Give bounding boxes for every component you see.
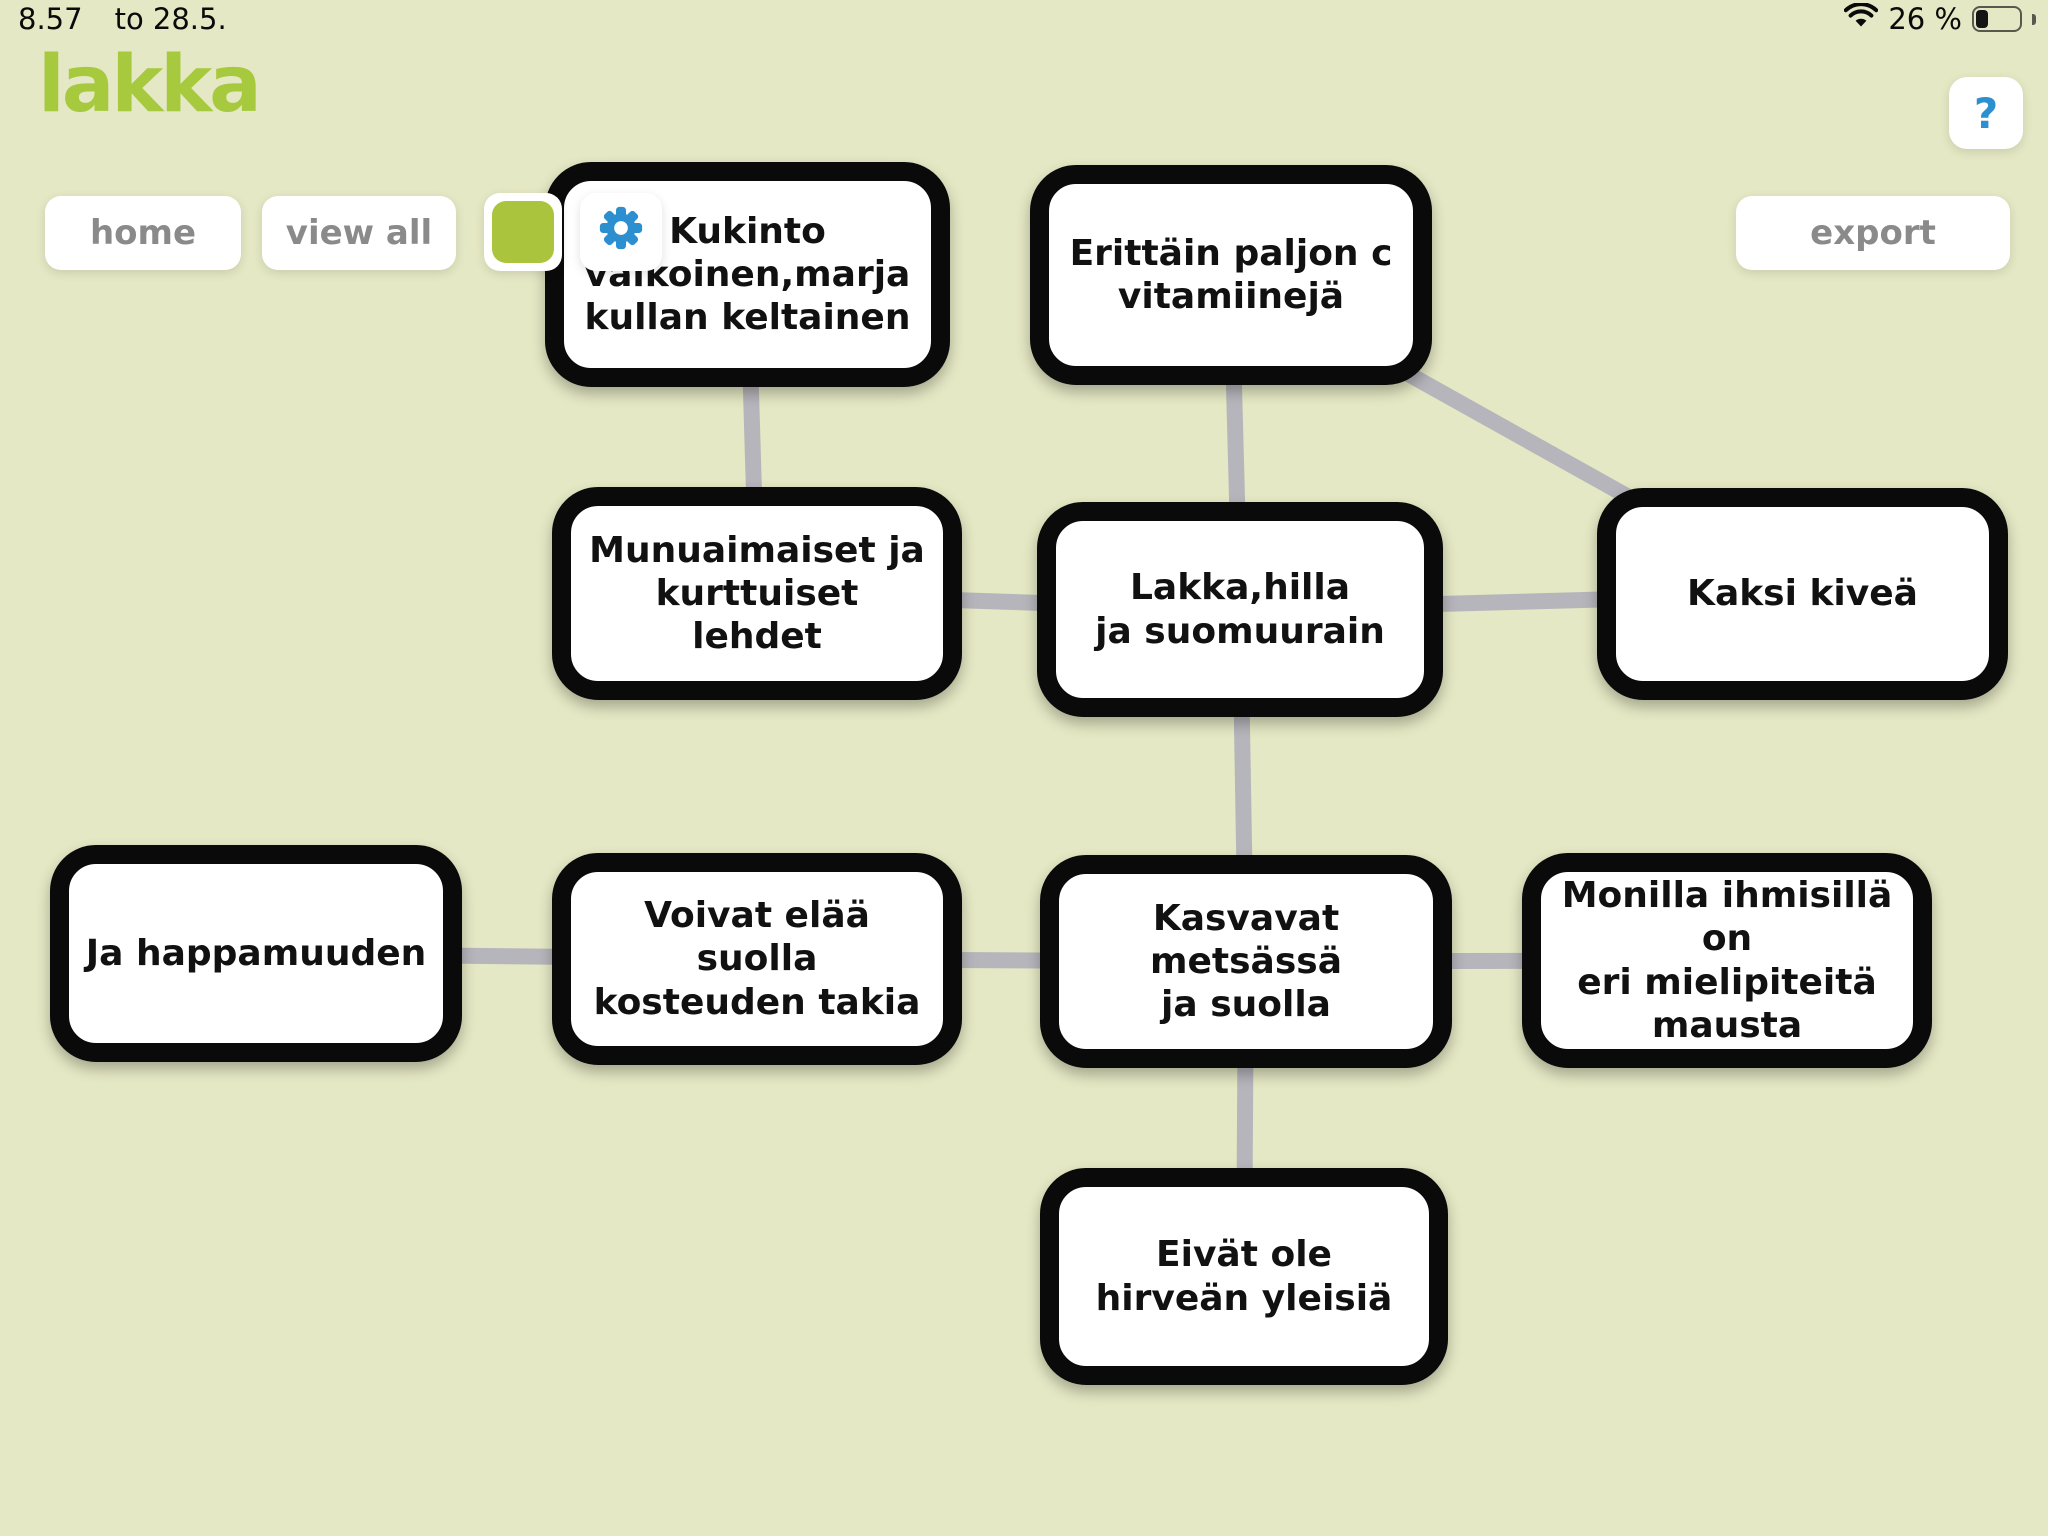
battery-icon [1972,6,2022,32]
node-label: Ja happamuuden [85,932,427,974]
status-date: to 28.5. [114,2,227,36]
export-button[interactable]: export [1736,196,2010,270]
view-all-button[interactable]: view all [262,196,456,270]
gear-icon [595,202,647,263]
green-color-swatch-icon [492,201,554,263]
status-bar: 8.57 to 28.5. 26 % [0,0,2048,40]
node-label: Kaksi kiveä [1687,573,1918,615]
app-logo: lakka [38,40,262,130]
settings-button[interactable] [580,193,662,271]
battery-percent: 26 % [1888,2,1962,36]
node-kaksi[interactable]: Kaksi kiveä [1597,488,2008,700]
color-swatch-button[interactable] [484,193,562,271]
wifi-icon [1844,2,1879,36]
node-happamuuden[interactable]: Ja happamuuden [50,845,462,1062]
status-time: 8.57 [18,2,83,36]
battery-nub [2032,13,2036,25]
home-button[interactable]: home [45,196,241,270]
help-button[interactable]: ? [1949,77,2023,149]
